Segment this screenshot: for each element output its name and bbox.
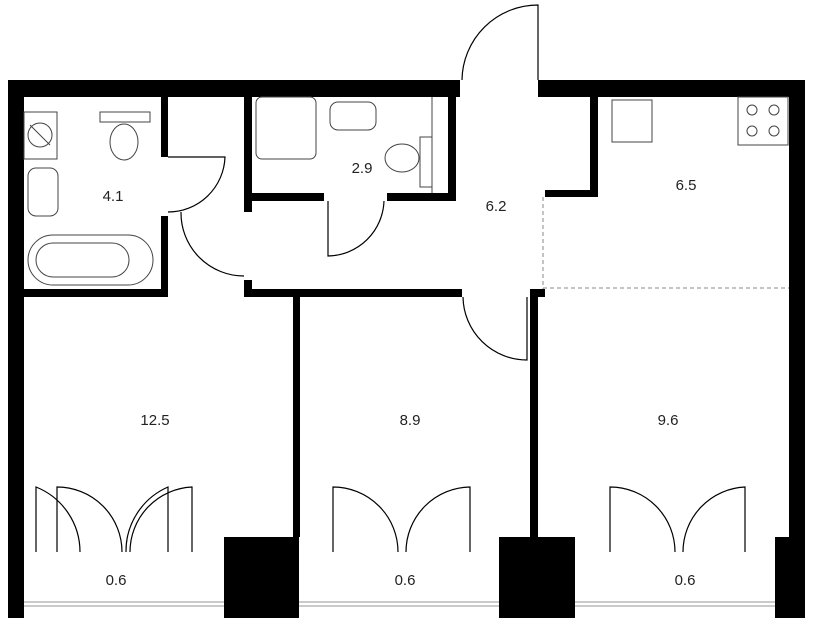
area-kitchen: 6.5 <box>676 177 697 194</box>
area-hallway: 6.2 <box>486 198 507 215</box>
balcony-railing <box>24 601 775 607</box>
wc-door <box>327 200 385 257</box>
entrance-door <box>461 4 539 81</box>
area-balcony-2: 0.6 <box>395 572 416 589</box>
room-labels: 4.1 2.9 6.2 6.5 12.5 8.9 9.6 0.6 0.6 0.6 <box>103 160 697 589</box>
area-bathroom-2: 2.9 <box>352 160 373 177</box>
zone-dividers <box>542 197 789 289</box>
area-room-1: 12.5 <box>140 412 169 429</box>
bathroom-door <box>167 156 226 213</box>
area-room-3: 9.6 <box>658 412 679 429</box>
doors <box>35 4 746 553</box>
room-door <box>462 296 528 361</box>
fixtures <box>23 96 789 286</box>
hall-door <box>180 211 245 277</box>
walls <box>8 80 805 618</box>
area-bathroom-1: 4.1 <box>103 188 124 205</box>
area-room-2: 8.9 <box>400 412 421 429</box>
area-balcony-1: 0.6 <box>106 572 127 589</box>
area-balcony-3: 0.6 <box>675 572 696 589</box>
